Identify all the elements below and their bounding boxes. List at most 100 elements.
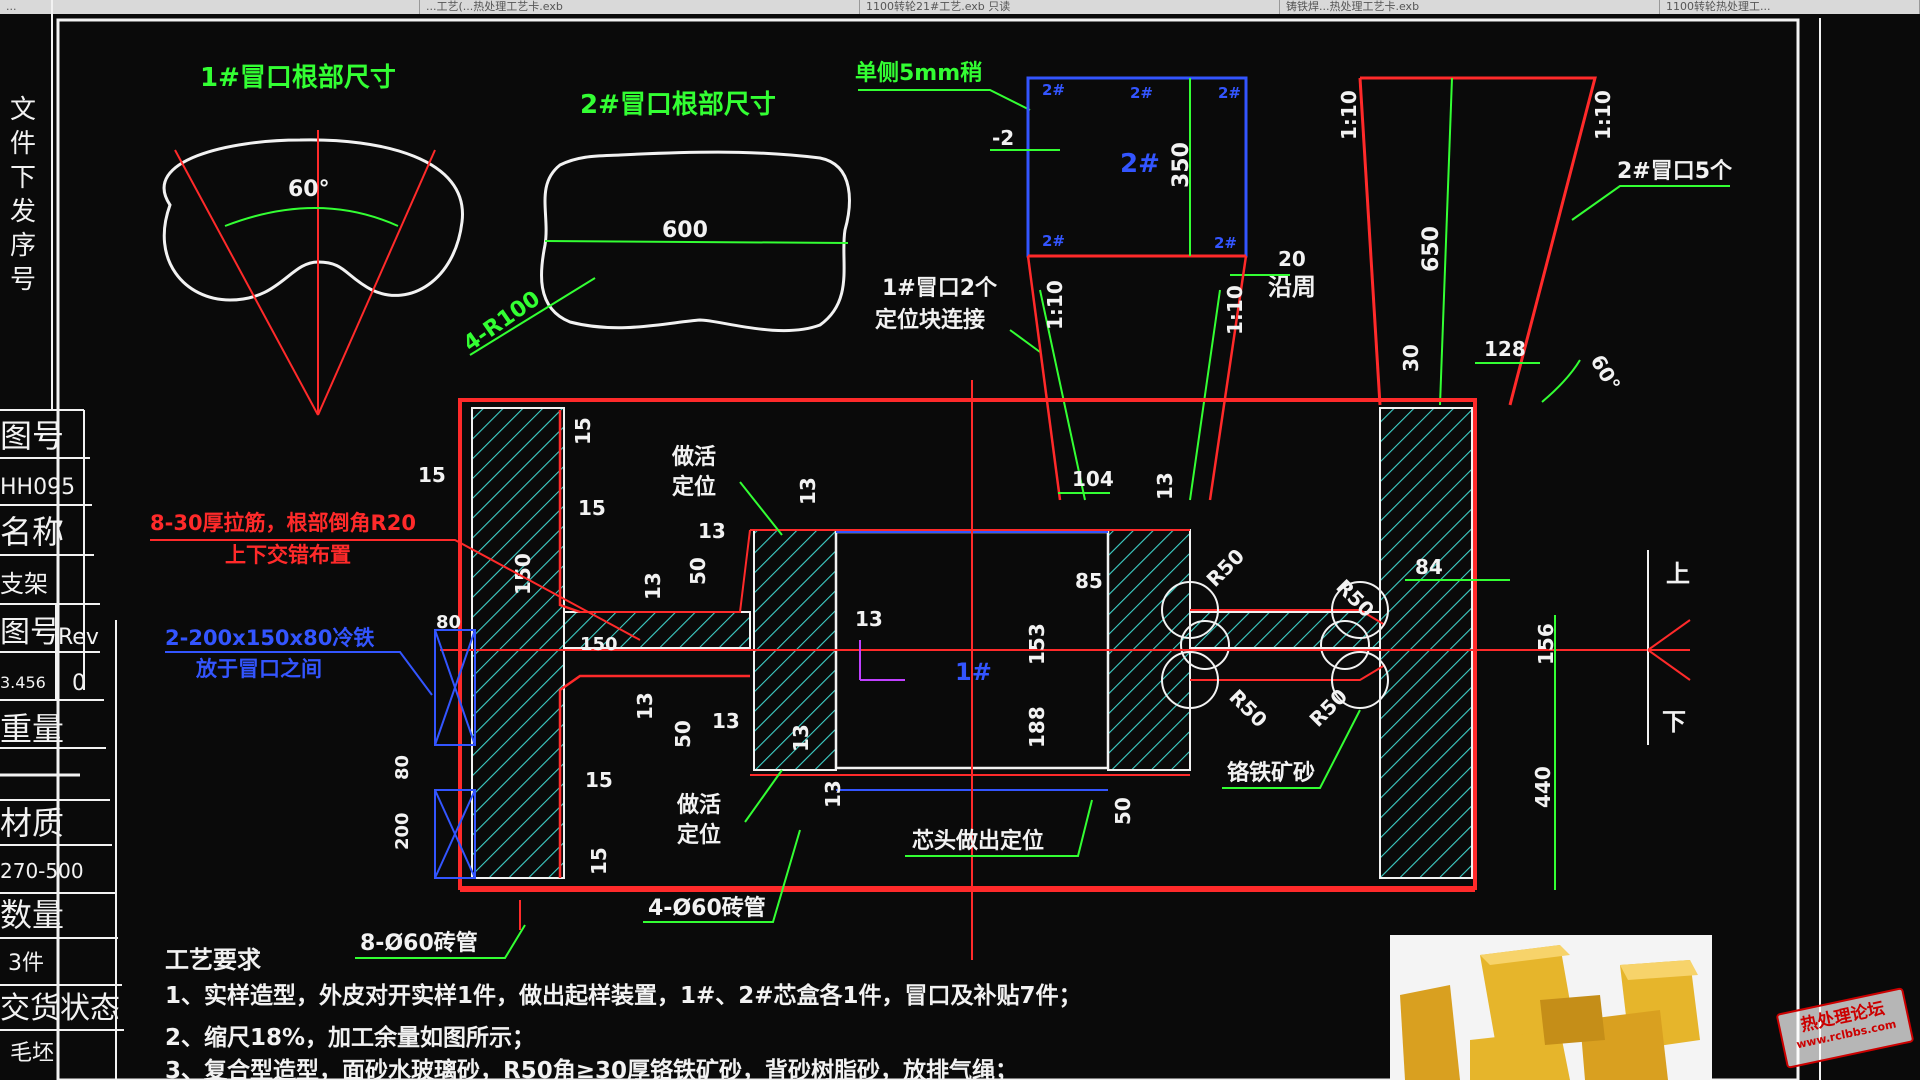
riser2-dim-600: 600 xyxy=(662,218,708,243)
file-tab-4[interactable]: 铸铁焊...热处理工艺卡.exb xyxy=(1280,0,1660,14)
tb-label-quantity: 数量 xyxy=(0,896,64,934)
live-locate-bottom-2: 定位 xyxy=(677,822,721,848)
dim-30: 30 xyxy=(1399,344,1423,372)
tb-value-material: 270-500 xyxy=(0,859,84,883)
r50-label: R50 xyxy=(1224,685,1272,733)
tb-label-rev: Rev xyxy=(58,625,99,650)
chill-block xyxy=(434,629,476,746)
dim-153: 153 xyxy=(1025,623,1049,665)
dim-84: 84 xyxy=(1415,555,1443,579)
chill-block xyxy=(434,789,476,879)
main-section-view: 1# 上 下 156 440 84 15 15 15 150 150 13 50… xyxy=(392,380,1691,960)
web-right xyxy=(1189,611,1381,649)
r50-outline xyxy=(1331,581,1389,639)
r50-label: R50 xyxy=(1305,684,1353,732)
rib-note-line1: 8-30厚拉筋，根部倒角R20 xyxy=(150,511,416,535)
riser2-outline xyxy=(539,150,851,333)
tb-label-drawing-no-2: 图号 xyxy=(0,615,60,650)
dim-15: 15 xyxy=(571,417,595,445)
dim-15: 15 xyxy=(578,496,606,520)
tb-value-delivery: 毛坯 xyxy=(10,1041,54,1066)
down-label: 下 xyxy=(1662,708,1686,736)
r100-label: 4-R100 xyxy=(459,286,545,357)
riser2-count: 2#冒口5个 xyxy=(1617,159,1733,184)
svg-text:2#: 2# xyxy=(1130,84,1153,102)
dim-128: 128 xyxy=(1484,337,1526,361)
r50-outline xyxy=(1161,581,1219,639)
r50-outline xyxy=(1331,651,1389,709)
brick-tube-4: 4-Ø60砖管 xyxy=(648,895,766,921)
r100-leader xyxy=(469,277,596,356)
dim-15: 15 xyxy=(587,847,611,875)
single-side-taper: 单侧5mm稍 xyxy=(855,61,982,86)
tb-vertical-char: 发 xyxy=(10,197,36,227)
tb-label-weight: 重量 xyxy=(0,710,64,748)
dim-13: 13 xyxy=(796,477,820,505)
taper-1-10: 1:10 xyxy=(1043,280,1067,330)
chrome-sand-label: 铬铁矿砂 xyxy=(1227,760,1315,786)
riser2-box-label: 2# xyxy=(1120,149,1160,179)
riser2-root-view: 2#冒口根部尺寸 600 4-R100 xyxy=(459,90,851,357)
chill-note-line2: 放于冒口之间 xyxy=(195,657,322,681)
riser1-outline xyxy=(162,138,464,302)
dim-50: 50 xyxy=(1111,797,1135,825)
core-label: 1# xyxy=(955,658,992,686)
right-flange xyxy=(1379,407,1473,879)
riser2-title: 2#冒口根部尺寸 xyxy=(580,90,776,120)
taper-line xyxy=(1026,255,1062,501)
tb-value-rev: 0 xyxy=(72,671,86,696)
dim-13: 13 xyxy=(789,724,813,752)
left-flange xyxy=(471,407,565,879)
riser1-angle-arc xyxy=(224,207,399,227)
file-tab-3[interactable]: 1100转轮21#工艺.exb 只读 xyxy=(860,0,1280,14)
taper-1-10: 1:10 xyxy=(1223,285,1247,335)
taper-line xyxy=(1208,255,1248,501)
requirement-line-3: 3、复合型造型，面砂水玻璃砂，R50角≥30厚铬铁矿砂，背砂树脂砂，放排气绳； xyxy=(165,1057,1018,1080)
svg-text:2#: 2# xyxy=(1218,84,1241,102)
dim-13: 13 xyxy=(855,607,883,631)
drawing-frame xyxy=(56,18,1800,1080)
file-tab-2[interactable]: ...工艺(...热处理工艺卡.exb xyxy=(420,0,860,14)
title-block: 文 件 下 发 序 号 图号 HH095 名称 支架 图号 Rev 3.456 … xyxy=(0,0,124,1080)
tb-label-delivery: 交货状态 xyxy=(0,991,120,1026)
riser-3d-preview xyxy=(1390,935,1712,1080)
dim-13: 13 xyxy=(712,709,740,733)
riser1-angle-line xyxy=(174,149,319,416)
file-tab-bar: ... ...工艺(...热处理工艺卡.exb 1100转轮21#工艺.exb … xyxy=(0,0,1920,14)
dim-20: 20 xyxy=(1278,247,1306,271)
riser1-angle-label: 60° xyxy=(288,177,330,202)
tb-value-drawing-no-2: 3.456 xyxy=(0,673,46,692)
angle-60-b: 60° xyxy=(1586,351,1626,396)
dim-13: 13 xyxy=(641,572,665,600)
riser1-angle-line xyxy=(317,149,436,416)
dim-150: 150 xyxy=(511,553,535,595)
r50-label: R50 xyxy=(1202,544,1250,592)
live-locate-top-2: 定位 xyxy=(672,474,716,500)
svg-text:2#: 2# xyxy=(1214,234,1237,252)
svg-text:1:10: 1:10 xyxy=(1591,90,1615,140)
requirements-title: 工艺要求 xyxy=(165,946,261,974)
dim-188: 188 xyxy=(1025,706,1049,748)
rib-note-line2: 上下交错布置 xyxy=(225,543,351,567)
along-perimeter: 沿周 xyxy=(1268,273,1316,301)
riser1-count: 1#冒口2个 xyxy=(882,276,998,301)
dim-80: 80 xyxy=(392,755,413,780)
file-tab-1[interactable]: ... xyxy=(0,0,420,14)
tb-label-material: 材质 xyxy=(0,804,64,842)
dim-200: 200 xyxy=(392,812,413,850)
live-locate-bottom-1: 做活 xyxy=(676,792,721,818)
dim-150: 150 xyxy=(580,634,618,655)
tb-vertical-char: 下 xyxy=(10,163,36,193)
svg-text:1:10: 1:10 xyxy=(1337,90,1361,140)
tb-vertical-char: 号 xyxy=(10,265,36,295)
tb-label-drawing-no: 图号 xyxy=(0,417,64,455)
tb-value-name: 支架 xyxy=(0,570,48,598)
requirement-line-2: 2、缩尺18%，加工余量如图所示； xyxy=(165,1024,535,1051)
live-locate-top-1: 做活 xyxy=(671,444,716,470)
dim-80: 80 xyxy=(436,612,461,633)
riser1-root-view: 1#冒口根部尺寸 60° xyxy=(162,63,464,416)
dim-15: 15 xyxy=(585,768,613,792)
dim-50: 50 xyxy=(686,557,710,585)
right-riser-side-view: 1:10 1:10 650 30 128 60° 2#冒口5个 xyxy=(1337,76,1733,406)
